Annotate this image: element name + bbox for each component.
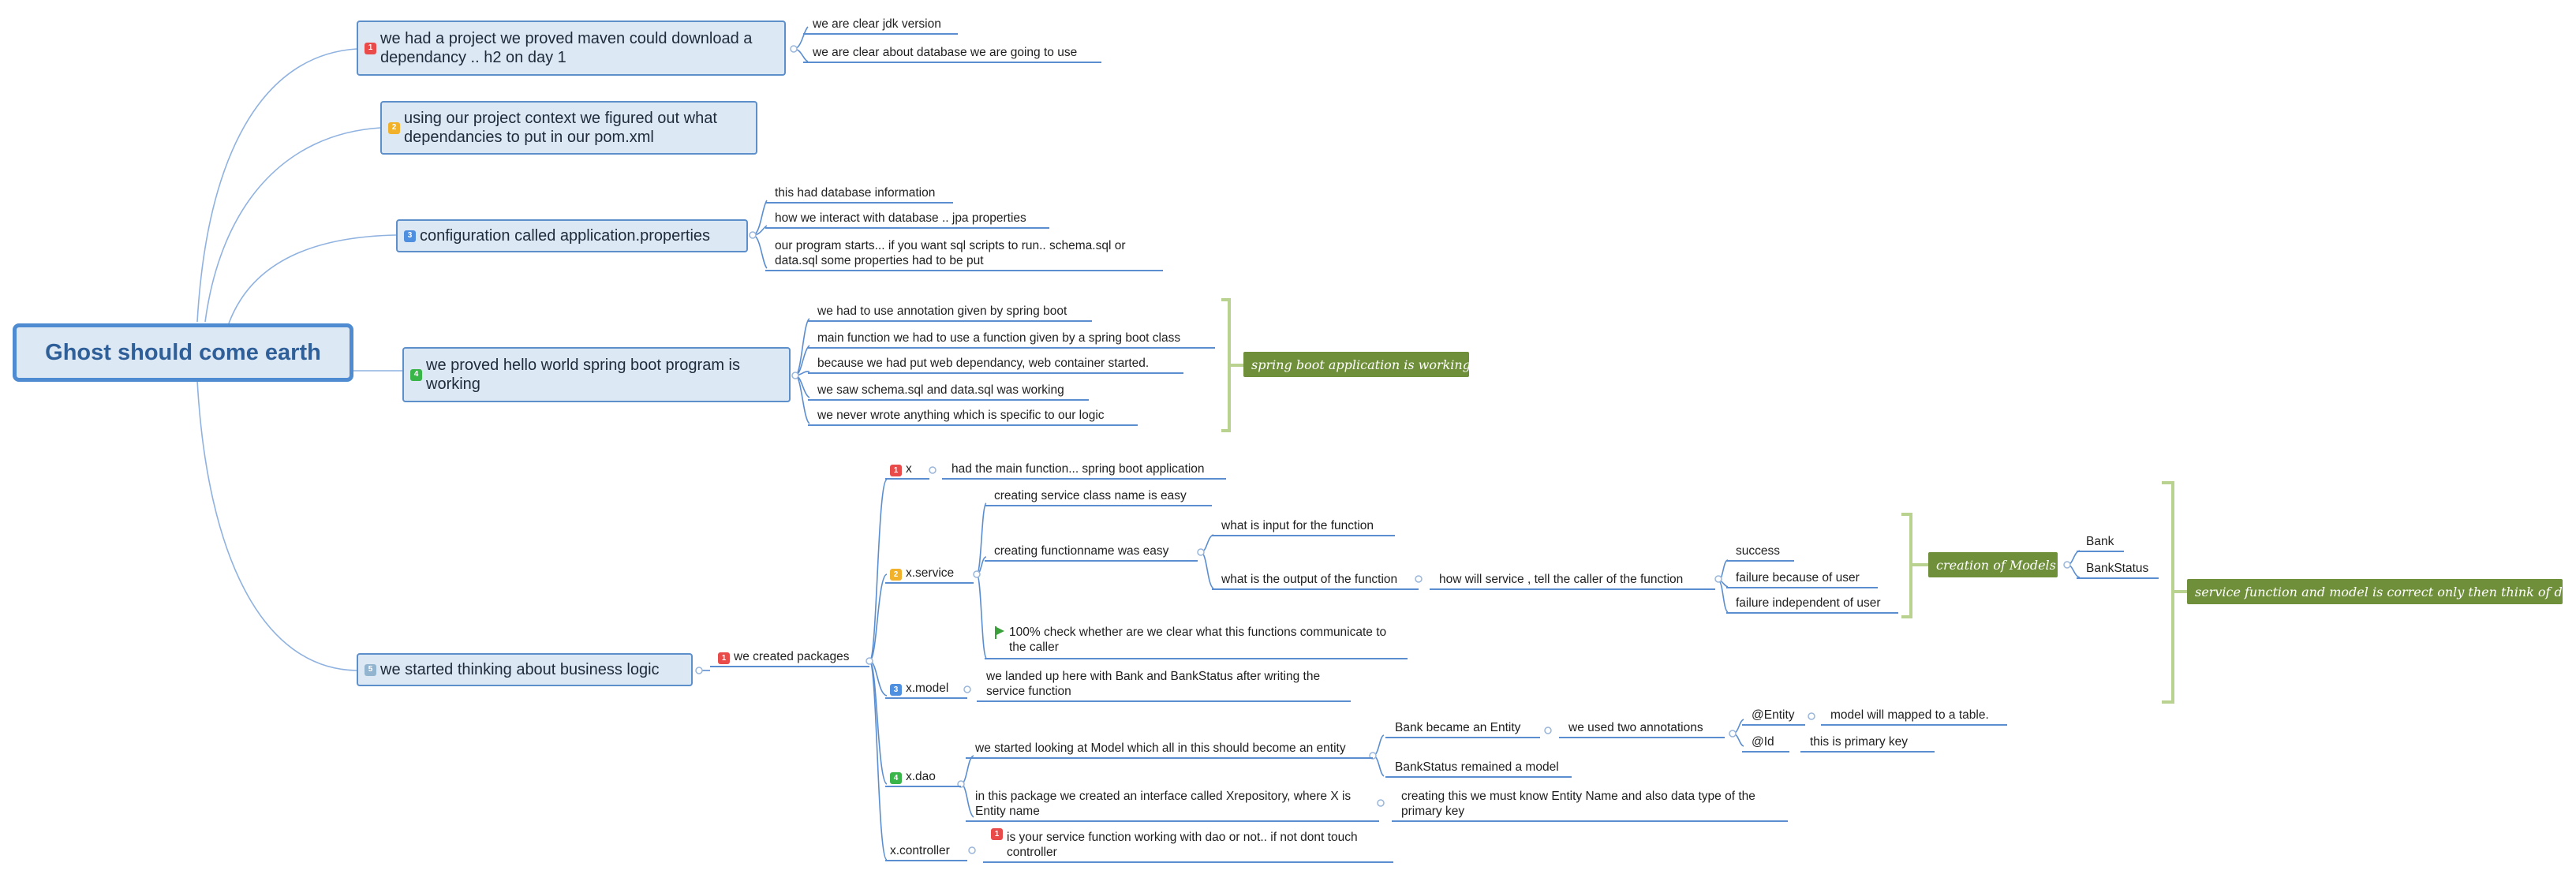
priority-3-icon: 3 bbox=[890, 684, 902, 696]
priority-4-icon: 4 bbox=[890, 772, 902, 784]
topic-4-summary[interactable]: spring boot application is working bbox=[1243, 352, 1471, 377]
model-detail[interactable]: we landed up here with Bank and BankStat… bbox=[977, 664, 1351, 702]
priority-4-icon: 4 bbox=[410, 368, 422, 381]
topic-4-detail[interactable]: we saw schema.sql and data.sql was worki… bbox=[808, 382, 1089, 401]
topic-4-detail[interactable]: we had to use annotation given by spring… bbox=[808, 303, 1092, 322]
flag-icon bbox=[994, 626, 1005, 639]
topic-1[interactable]: 1 we had a project we proved maven could… bbox=[357, 21, 786, 76]
topic-3-detail[interactable]: our program starts... if you want sql sc… bbox=[765, 235, 1163, 271]
topic-4-detail[interactable]: main function we had to use a function g… bbox=[808, 330, 1215, 349]
topic-3[interactable]: 3 configuration called application.prope… bbox=[396, 219, 748, 252]
annotation-entity-note[interactable]: model will mapped to a table. bbox=[1821, 707, 2007, 726]
service-model-summary[interactable]: service function and model is correct on… bbox=[2187, 579, 2576, 604]
annotation-entity[interactable]: @Entity bbox=[1742, 707, 1805, 726]
priority-1-icon: 1 bbox=[365, 42, 376, 54]
root-title: Ghost should come earth bbox=[45, 339, 321, 365]
priority-1-icon: 1 bbox=[718, 652, 730, 664]
package-dao[interactable]: 4 x.dao bbox=[885, 767, 961, 787]
controller-detail[interactable]: 1 is your service function working with … bbox=[983, 825, 1393, 863]
service-item[interactable]: creating functionname was easy bbox=[985, 541, 1198, 562]
root-topic[interactable]: Ghost should come earth bbox=[13, 323, 353, 382]
priority-3-icon: 3 bbox=[404, 230, 416, 242]
priority-2-icon: 2 bbox=[890, 569, 902, 581]
dao-entity[interactable]: Bank became an Entity bbox=[1385, 718, 1540, 738]
topic-4-detail[interactable]: we never wrote anything which is specifi… bbox=[808, 407, 1138, 426]
model-item[interactable]: BankStatus bbox=[2077, 558, 2159, 579]
topic-1-label: we had a project we proved maven could d… bbox=[380, 30, 753, 66]
service-item[interactable]: creating service class name is easy bbox=[985, 486, 1212, 506]
topic-4-label: we proved hello world spring boot progra… bbox=[426, 357, 740, 393]
function-item[interactable]: what is input for the function bbox=[1212, 517, 1395, 536]
topic-5[interactable]: 5 we started thinking about business log… bbox=[357, 653, 693, 686]
service-item-check[interactable]: 100% check whether are we clear what thi… bbox=[985, 623, 1408, 659]
topic-1-detail[interactable]: we are clear about database we are going… bbox=[803, 41, 1101, 63]
topic-3-label: configuration called application.propert… bbox=[420, 227, 711, 245]
dao-interface[interactable]: in this package we created an interface … bbox=[966, 784, 1379, 822]
annotation-id-note[interactable]: this is primary key bbox=[1800, 732, 1935, 753]
dao-interface-note[interactable]: creating this we must know Entity Name a… bbox=[1392, 784, 1788, 822]
topic-3-detail[interactable]: how we interact with database .. jpa pro… bbox=[765, 208, 1049, 229]
package-model[interactable]: 3 x.model bbox=[885, 678, 967, 699]
priority-1-icon: 1 bbox=[991, 828, 1003, 840]
topic-4[interactable]: 4 we proved hello world spring boot prog… bbox=[402, 347, 791, 402]
model-item[interactable]: Bank bbox=[2077, 533, 2124, 552]
dao-remained[interactable]: BankStatus remained a model bbox=[1385, 757, 1572, 778]
packages-node[interactable]: 1 we created packages bbox=[710, 648, 869, 667]
annotation-id[interactable]: @Id bbox=[1742, 732, 1789, 753]
outcome-item[interactable]: failure independent of user bbox=[1726, 595, 1898, 614]
outcome-item[interactable]: failure because of user bbox=[1726, 570, 1878, 588]
topic-1-detail[interactable]: we are clear jdk version bbox=[803, 16, 958, 35]
package-x[interactable]: 1 x bbox=[885, 461, 929, 480]
package-service[interactable]: 2 x.service bbox=[885, 563, 974, 584]
topic-3-detail[interactable]: this had database information bbox=[765, 183, 953, 204]
topic-2-label: using our project context we figured out… bbox=[404, 110, 717, 146]
dao-annotations[interactable]: we used two annotations bbox=[1559, 718, 1725, 738]
package-x-detail[interactable]: had the main function... spring boot app… bbox=[942, 461, 1226, 480]
dao-looking[interactable]: we started looking at Model which all in… bbox=[966, 738, 1373, 759]
topic-4-detail[interactable]: because we had put web dependancy, web c… bbox=[808, 355, 1183, 374]
outcome-item[interactable]: success bbox=[1726, 543, 1794, 562]
how-item[interactable]: how will service , tell the caller of th… bbox=[1430, 570, 1715, 590]
topic-5-label: we started thinking about business logic bbox=[380, 661, 660, 678]
priority-2-icon: 2 bbox=[388, 121, 400, 134]
function-item[interactable]: what is the output of the function bbox=[1212, 570, 1419, 590]
priority-1-icon: 1 bbox=[890, 465, 902, 476]
priority-5-icon: 5 bbox=[365, 663, 376, 676]
models-summary[interactable]: creation of Models bbox=[1928, 552, 2058, 577]
topic-2[interactable]: 2 using our project context we figured o… bbox=[380, 101, 757, 155]
package-controller[interactable]: x.controller bbox=[885, 841, 967, 861]
